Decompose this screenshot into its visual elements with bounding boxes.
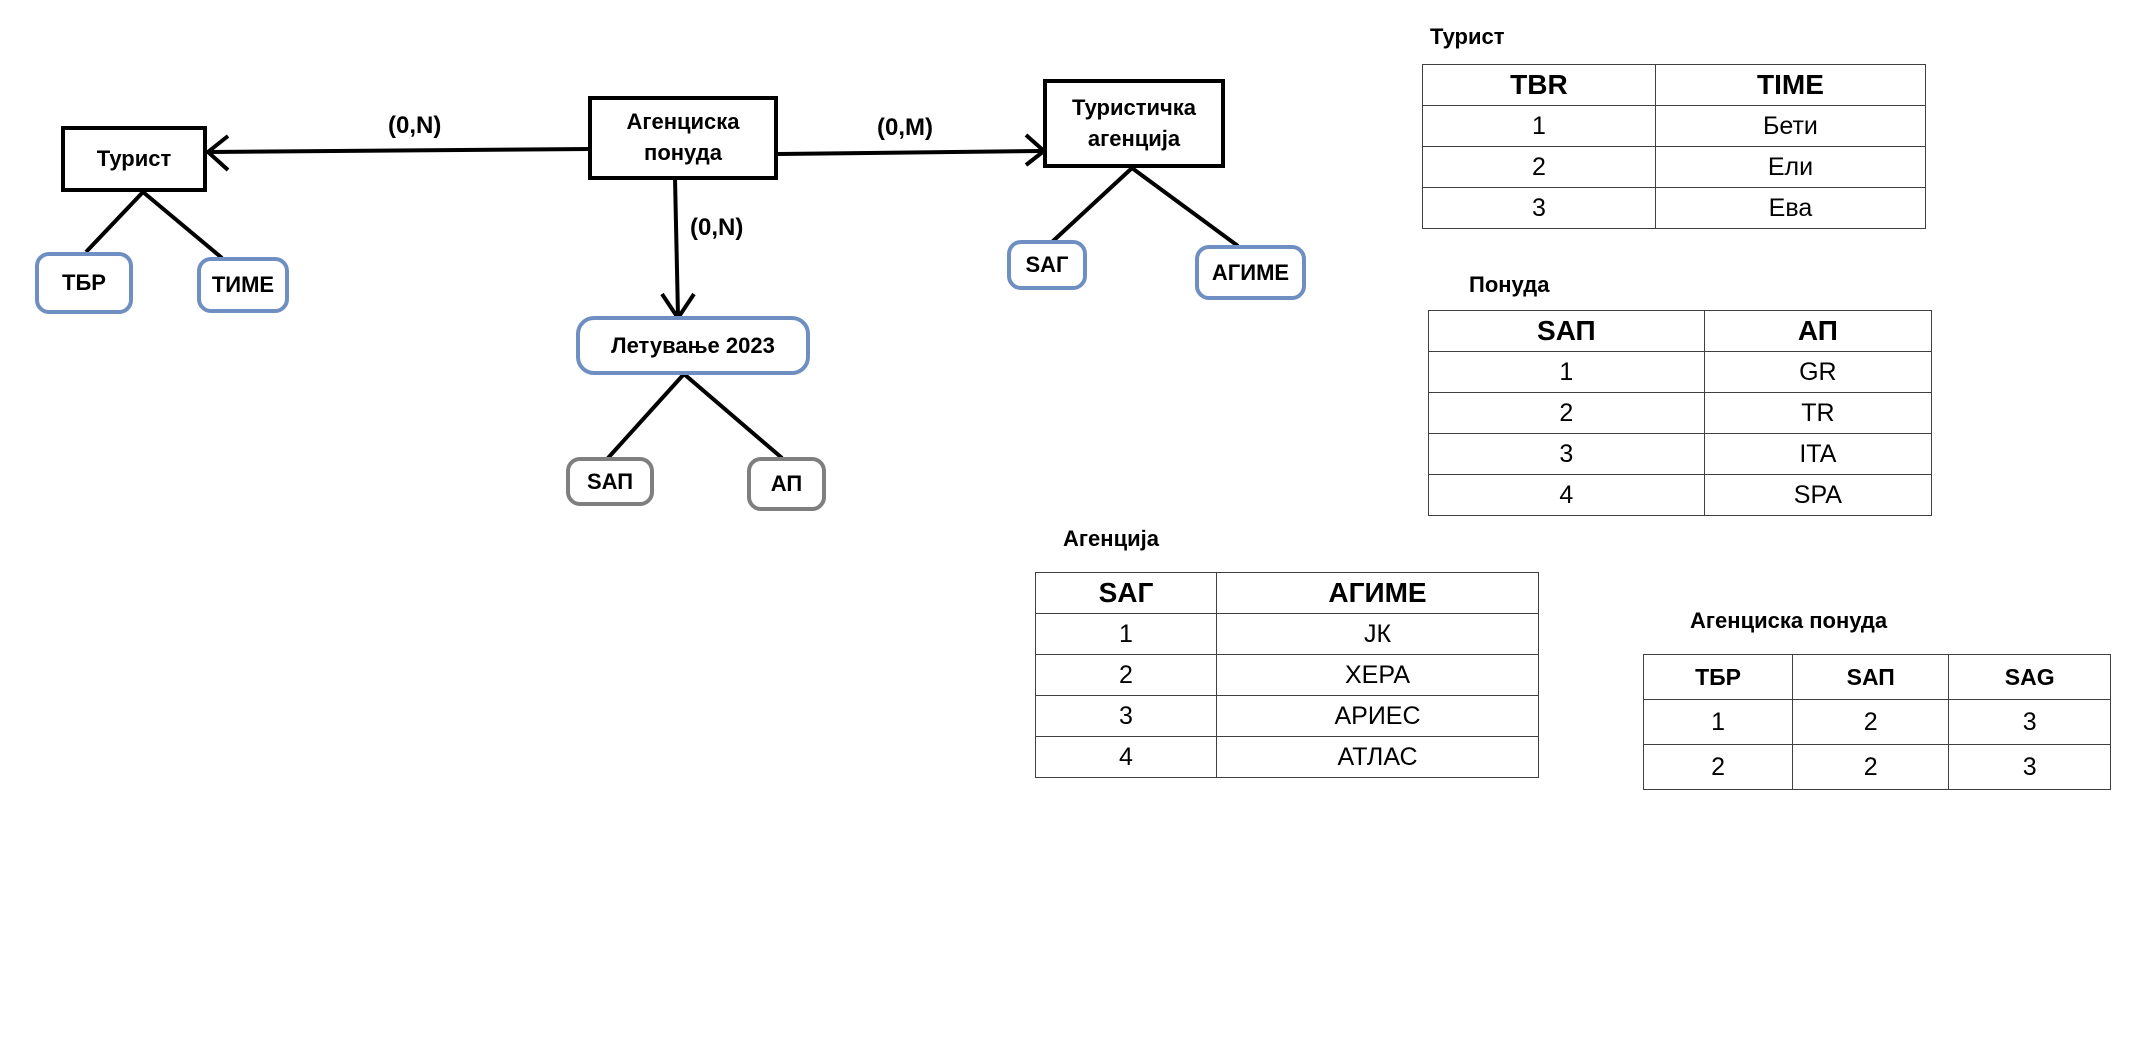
table-cell: 3 bbox=[1034, 695, 1218, 737]
table-row: 1 GR bbox=[1428, 351, 1933, 393]
header-cell: SАП bbox=[1428, 310, 1705, 352]
entity-tourist-agency: Туристичка агенција bbox=[1043, 79, 1225, 168]
table-cell: ХЕРА bbox=[1216, 654, 1539, 696]
table-row: 1 Бети bbox=[1422, 105, 1927, 147]
table-row: 2 ХЕРА bbox=[1034, 654, 1539, 696]
table-cell: 1 bbox=[1422, 105, 1656, 147]
entity-turist: Турист bbox=[61, 126, 207, 192]
table-row: 3 Ева bbox=[1422, 187, 1927, 229]
table-cell: SPA bbox=[1703, 474, 1933, 516]
table-title-ponuda: Понуда bbox=[1469, 272, 1550, 297]
table-cell: 3 bbox=[1948, 744, 2111, 790]
table-header-row: ТБР SАП SAG bbox=[1642, 654, 2111, 700]
table-title-agenciska-ponuda: Агенциска понуда bbox=[1690, 608, 1888, 633]
table-cell: 4 bbox=[1428, 474, 1705, 516]
table-cell: 2 bbox=[1642, 744, 1794, 790]
entity-agency-offer: Агенциска понуда bbox=[588, 96, 778, 180]
table-cell: 1 bbox=[1034, 613, 1218, 655]
table-cell: Ева bbox=[1654, 187, 1927, 229]
table-row: 1 JК bbox=[1034, 613, 1539, 655]
attr-agime: АГИМЕ bbox=[1195, 245, 1306, 300]
cardinality-right: (0,M) bbox=[877, 114, 933, 141]
header-cell: АГИМЕ bbox=[1216, 572, 1539, 614]
table-row: 3 ITA bbox=[1428, 433, 1933, 475]
entity-vacation: Летување 2023 bbox=[576, 316, 810, 375]
table-cell: 2 bbox=[1428, 392, 1705, 434]
cardinality-down: (0,N) bbox=[690, 214, 744, 241]
table-cell: TR bbox=[1703, 392, 1933, 434]
table-cell: 2 bbox=[1034, 654, 1218, 696]
table-ponuda: SАП АП 1 GR 2 TR 3 ITA 4 SPA bbox=[1428, 310, 1933, 516]
table-cell: 2 bbox=[1792, 699, 1950, 745]
edge-offer-to-vacation bbox=[673, 177, 680, 317]
table-row: 2 Ели bbox=[1422, 146, 1927, 188]
header-cell: TIME bbox=[1654, 64, 1927, 106]
table-row: 2 2 3 bbox=[1642, 744, 2111, 790]
table-title-turist: Турист bbox=[1430, 24, 1505, 49]
attr-time: ТИМЕ bbox=[197, 257, 289, 313]
table-agenciska-ponuda: ТБР SАП SAG 1 2 3 2 2 3 bbox=[1642, 654, 2111, 790]
attr-tbr: ТБР bbox=[35, 252, 133, 314]
table-title-agencija: Агенција bbox=[1063, 526, 1159, 551]
table-cell: 4 bbox=[1034, 736, 1218, 778]
attr-sap: SАП bbox=[566, 457, 654, 506]
table-header-row: SАП АП bbox=[1428, 310, 1933, 352]
attr-ap: АП bbox=[747, 457, 826, 511]
table-cell: Бети bbox=[1654, 105, 1927, 147]
table-row: 4 SPA bbox=[1428, 474, 1933, 516]
table-cell: 3 bbox=[1948, 699, 2111, 745]
table-header-row: TBR TIME bbox=[1422, 64, 1927, 106]
header-cell: SАГ bbox=[1034, 572, 1218, 614]
table-cell: 3 bbox=[1422, 187, 1656, 229]
header-cell: SАП bbox=[1792, 654, 1950, 700]
table-cell: АРИЕС bbox=[1216, 695, 1539, 737]
table-cell: АТЛАС bbox=[1216, 736, 1539, 778]
tourist-agency-line1: Туристичка bbox=[1071, 94, 1197, 120]
header-cell: SAG bbox=[1948, 654, 2111, 700]
table-turist: TBR TIME 1 Бети 2 Ели 3 Ева bbox=[1422, 64, 1927, 229]
table-agencija: SАГ АГИМЕ 1 JК 2 ХЕРА 3 АРИЕС 4 АТЛАС bbox=[1034, 572, 1539, 778]
table-cell: 2 bbox=[1422, 146, 1656, 188]
header-cell: ТБР bbox=[1642, 654, 1794, 700]
table-row: 1 2 3 bbox=[1642, 699, 2111, 745]
tourist-agency-line2: агенција bbox=[1087, 125, 1181, 151]
table-row: 2 TR bbox=[1428, 392, 1933, 434]
edge-offer-to-turist bbox=[209, 147, 591, 154]
edge-offer-to-agency bbox=[777, 149, 1043, 156]
header-cell: TBR bbox=[1422, 64, 1656, 106]
table-cell: GR bbox=[1703, 351, 1933, 393]
table-row: 3 АРИЕС bbox=[1034, 695, 1539, 737]
agency-offer-line2: понуда bbox=[644, 140, 722, 165]
table-row: 4 АТЛАС bbox=[1034, 736, 1539, 778]
table-header-row: SАГ АГИМЕ bbox=[1034, 572, 1539, 614]
table-cell: ITA bbox=[1703, 433, 1933, 475]
table-cell: 2 bbox=[1792, 744, 1950, 790]
table-cell: 1 bbox=[1642, 699, 1794, 745]
table-cell: 3 bbox=[1428, 433, 1705, 475]
table-cell: Ели bbox=[1654, 146, 1927, 188]
table-cell: 1 bbox=[1428, 351, 1705, 393]
table-cell: JК bbox=[1216, 613, 1539, 655]
header-cell: АП bbox=[1703, 310, 1933, 352]
agency-offer-line1: Агенциска bbox=[626, 109, 740, 135]
attr-sag: SАГ bbox=[1007, 240, 1087, 290]
cardinality-left: (0,N) bbox=[388, 112, 442, 139]
